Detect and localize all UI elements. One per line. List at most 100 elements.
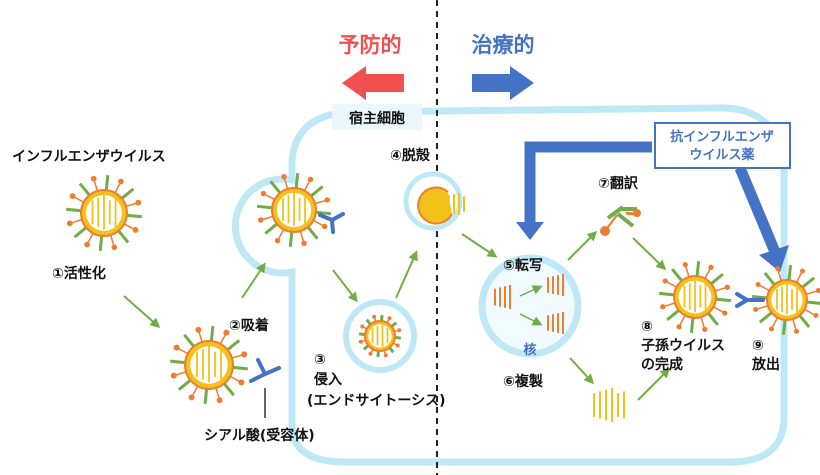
virus-spike	[695, 261, 701, 277]
virus-spike-tip	[216, 397, 223, 404]
virus-spike-tip	[793, 328, 799, 334]
uncoating-capsid	[417, 186, 453, 225]
virus-spike-tip	[241, 351, 248, 358]
flow-arrow-entry-to-endosome	[332, 269, 358, 303]
virus-spike	[120, 187, 135, 200]
virus-spike-tip	[815, 288, 820, 294]
virus-spike-tip	[660, 304, 666, 310]
receptor-label: シアル酸(受容体)	[204, 427, 315, 444]
step8-label-line2: の完成	[641, 356, 683, 373]
virus-spike-tip	[360, 324, 365, 329]
drug-arrowhead-transcription	[516, 222, 544, 240]
virus-spike-tip	[813, 312, 819, 318]
virus-core	[368, 324, 392, 348]
virus-spike-tip	[676, 324, 682, 330]
virus-spike-tip	[383, 353, 388, 358]
flow-arrows	[123, 230, 671, 401]
virus-spike-tip	[708, 264, 714, 270]
virus-spike	[264, 222, 278, 235]
step1-label: ①活性化	[52, 265, 106, 282]
virus-spike	[183, 333, 195, 348]
virus-spike	[671, 268, 683, 282]
virus-spike	[758, 311, 773, 324]
virus-spike-tip	[84, 241, 90, 248]
virus-adsorbed	[170, 326, 248, 404]
virus-spike-tip	[395, 343, 400, 348]
virus-spike-tip	[682, 262, 688, 268]
virus-spike-tip	[173, 344, 180, 351]
nucleus-arrow-bottom	[519, 313, 543, 326]
preventive-label: 予防的	[339, 33, 402, 57]
step3-label-line2: (エンドサイトーシス)	[307, 393, 446, 409]
virus-spike	[66, 207, 82, 213]
receptor-membrane	[318, 212, 345, 234]
virus-spike	[78, 182, 91, 197]
virus-spike	[126, 213, 142, 219]
virus-endosome	[358, 314, 402, 358]
rna-nucleus-copy-bottom	[547, 312, 564, 334]
rna-nucleus-template	[494, 285, 511, 309]
virus-label: インフルエンザウイルス	[12, 149, 166, 165]
virus-spike-tip	[223, 329, 230, 336]
virus-spike-tip	[69, 193, 76, 199]
flow-arrow-nucleus-to-replicate	[569, 357, 595, 385]
virus-spike-tip	[257, 217, 264, 223]
virus-step2	[257, 173, 331, 247]
virus-spike	[269, 180, 282, 194]
virus-released	[752, 265, 820, 335]
step8-label-line1: 子孫ウイルス	[641, 337, 725, 354]
virus-spike-tip	[769, 326, 775, 332]
virus-spike	[362, 344, 370, 351]
virus-progeny	[659, 261, 731, 333]
step2-label: ②吸着	[229, 317, 269, 334]
receptor-adsorbed	[249, 358, 281, 383]
virus-spike	[689, 317, 695, 333]
virus-spike-tip	[372, 314, 377, 319]
drug-box	[654, 122, 791, 169]
step6-label: ⑥複製	[503, 373, 543, 390]
virus-spike	[763, 271, 776, 286]
virus-spike	[288, 231, 294, 247]
step9-label: 放出	[751, 356, 780, 373]
step9-number: ⑨	[752, 338, 764, 354]
virus-spike	[232, 365, 248, 371]
virus-spike	[388, 346, 395, 354]
virus-spike-tip	[662, 278, 668, 284]
drug-label-line2: ウイルス薬	[689, 147, 755, 163]
virus-spike	[257, 204, 273, 210]
virus-spike-tip	[753, 306, 759, 312]
virus-spike-tip	[281, 173, 287, 180]
virus-spike-tip	[702, 326, 708, 332]
virus-spike-tip	[195, 326, 202, 333]
virus-spike	[177, 379, 192, 391]
flow-arrow-nucleus-to-translate	[567, 230, 598, 261]
virus-spike	[806, 300, 820, 305]
host-cell-label: 宿主細胞	[349, 110, 405, 127]
rna-replicated	[593, 388, 625, 422]
virus-spike	[294, 173, 300, 189]
step4-label: ④脱殻	[390, 147, 431, 164]
virus-spike	[365, 318, 372, 326]
virus-spike	[226, 339, 241, 351]
virus-spike	[390, 321, 398, 328]
drug-arrow-release	[734, 165, 781, 255]
preventive-arrow	[342, 66, 404, 100]
nucleus-label: 核	[523, 342, 536, 358]
virus-spike	[752, 295, 768, 300]
flow-arrow-endosome-to-uncoat	[395, 250, 418, 299]
flow-arrow-uncoat-to-nucleus	[461, 233, 498, 258]
drug-arrow-transcription	[524, 141, 652, 222]
virus-spike-tip	[307, 176, 314, 183]
virus-spike	[666, 309, 680, 321]
virus-spike-tip	[368, 351, 373, 356]
virus-spike-tip	[321, 223, 328, 230]
therapeutic-arrow	[472, 66, 534, 100]
virus-spike	[798, 314, 811, 329]
virus-spike	[306, 226, 319, 240]
virus-spike-tip	[755, 282, 761, 288]
virus-spike-tip	[724, 284, 730, 290]
virus-spike-tip	[722, 310, 728, 316]
virus-spike	[315, 210, 331, 216]
step5-label: ⑤転写	[503, 257, 543, 274]
